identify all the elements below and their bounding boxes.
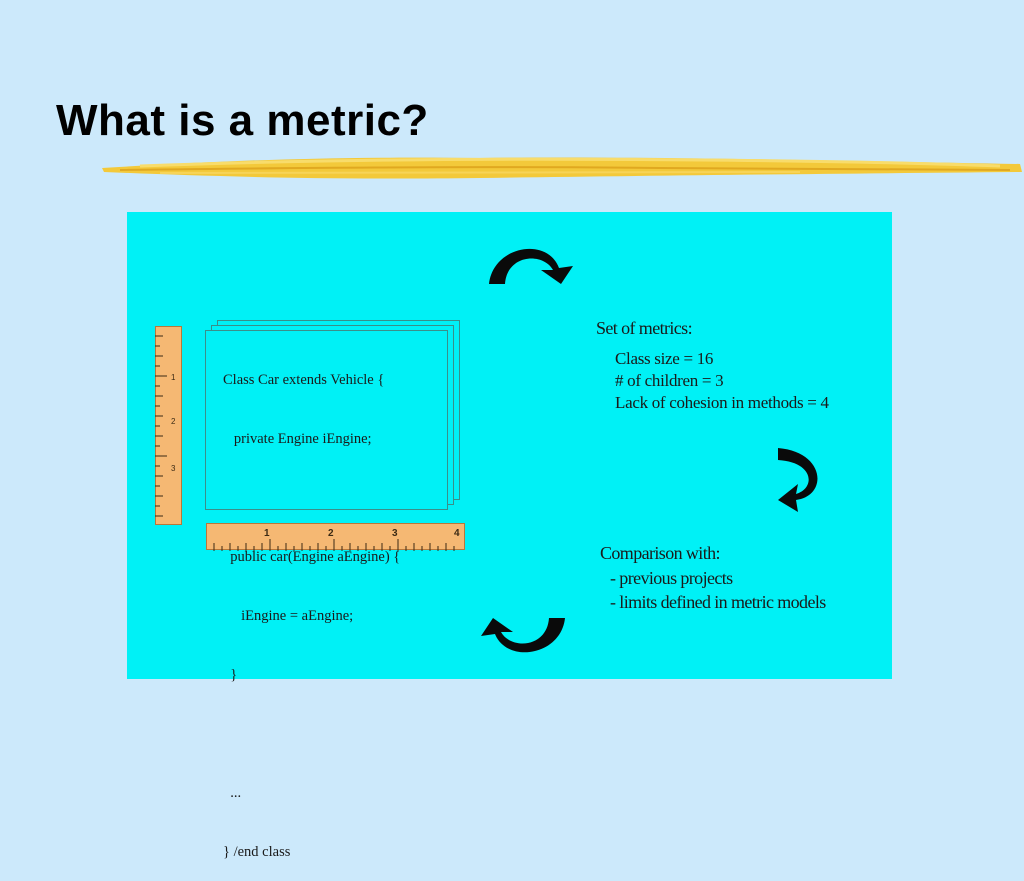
metric-item: Lack of cohesion in methods = 4 — [615, 393, 829, 412]
code-sample: Class Car extends Vehicle { private Engi… — [223, 330, 443, 881]
curved-arrow-left-icon — [481, 618, 565, 653]
ruler-number: 3 — [392, 528, 398, 539]
metrics-list: Class size = 16 # of children = 3 Lack o… — [615, 348, 829, 414]
code-line — [223, 724, 443, 743]
comparison-list: - previous projects - limits defined in … — [610, 566, 826, 614]
curved-arrow-right-icon — [489, 248, 573, 284]
comparison-item: - previous projects — [610, 568, 733, 588]
curved-arrow-down-icon — [778, 448, 818, 512]
metric-item: Class size = 16 — [615, 349, 714, 368]
code-line: ... — [223, 785, 242, 801]
metric-item: # of children = 3 — [615, 371, 724, 390]
comparison-heading: Comparison with: — [600, 543, 721, 563]
code-line: public car(Engine aEngine) { — [223, 549, 401, 565]
code-line: private Engine iEngine; — [223, 431, 372, 447]
ruler-number: 2 — [171, 417, 176, 426]
horizontal-ruler-icon: 1 2 3 4 — [206, 523, 465, 551]
ruler-number: 3 — [171, 464, 176, 473]
code-line: iEngine = aEngine; — [223, 608, 354, 624]
ruler-number: 2 — [328, 528, 334, 539]
vertical-ruler-icon: 1 2 3 — [155, 326, 182, 525]
code-page-stack — [205, 320, 460, 510]
code-line: Class Car extends Vehicle { — [223, 372, 385, 388]
title-underline-brushstroke — [102, 157, 1022, 179]
code-line: } — [223, 667, 238, 683]
code-line — [223, 488, 443, 507]
comparison-item: - limits defined in metric models — [610, 592, 826, 612]
slide-title: What is a metric? — [56, 96, 429, 145]
ruler-number: 4 — [454, 528, 460, 539]
metrics-heading: Set of metrics: — [596, 318, 693, 338]
ruler-number: 1 — [171, 373, 176, 382]
code-line: } /end class — [223, 844, 291, 860]
code-page-front — [205, 330, 448, 510]
ruler-number: 1 — [264, 528, 270, 539]
